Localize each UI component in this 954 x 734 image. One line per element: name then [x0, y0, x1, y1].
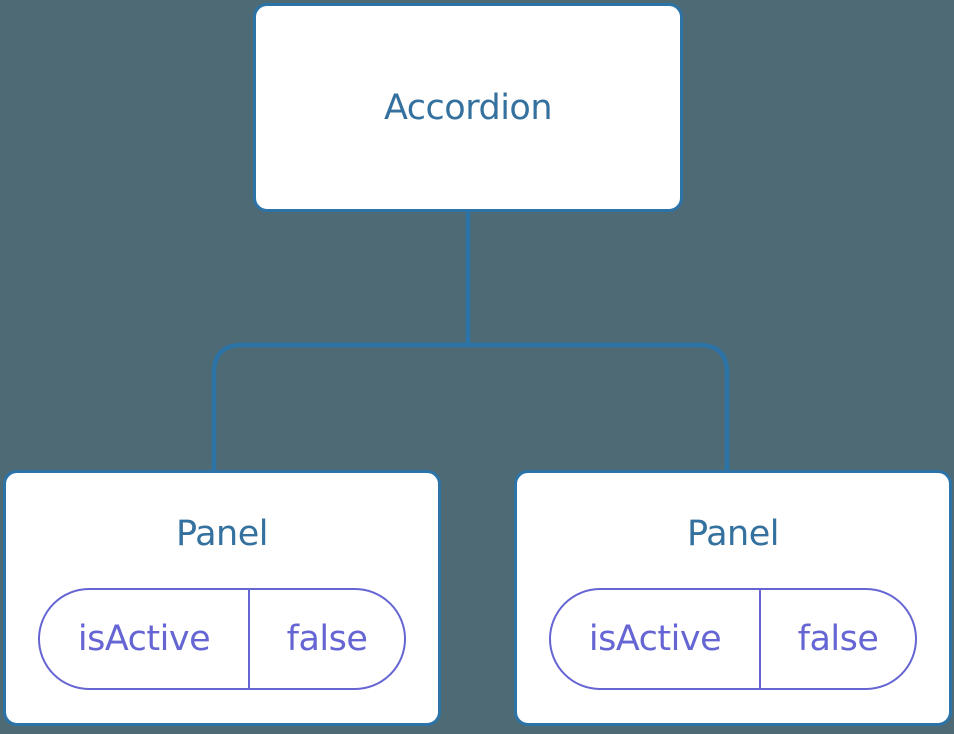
panel-node-right: Panel isActive false — [514, 470, 952, 726]
accordion-node: Accordion — [253, 3, 683, 212]
panel-node-label: Panel — [176, 514, 268, 554]
prop-value: false — [286, 619, 368, 659]
panel-node-left: Panel isActive false — [3, 470, 441, 726]
prop-name: isActive — [40, 590, 251, 688]
prop-name: isActive — [551, 590, 762, 688]
prop-pill: isActive false — [549, 588, 917, 690]
panel-node-label: Panel — [687, 514, 779, 554]
accordion-node-label: Accordion — [383, 87, 553, 128]
prop-pill: isActive false — [38, 588, 406, 690]
root-to-children-connector — [211, 212, 730, 470]
prop-value: false — [797, 619, 879, 659]
